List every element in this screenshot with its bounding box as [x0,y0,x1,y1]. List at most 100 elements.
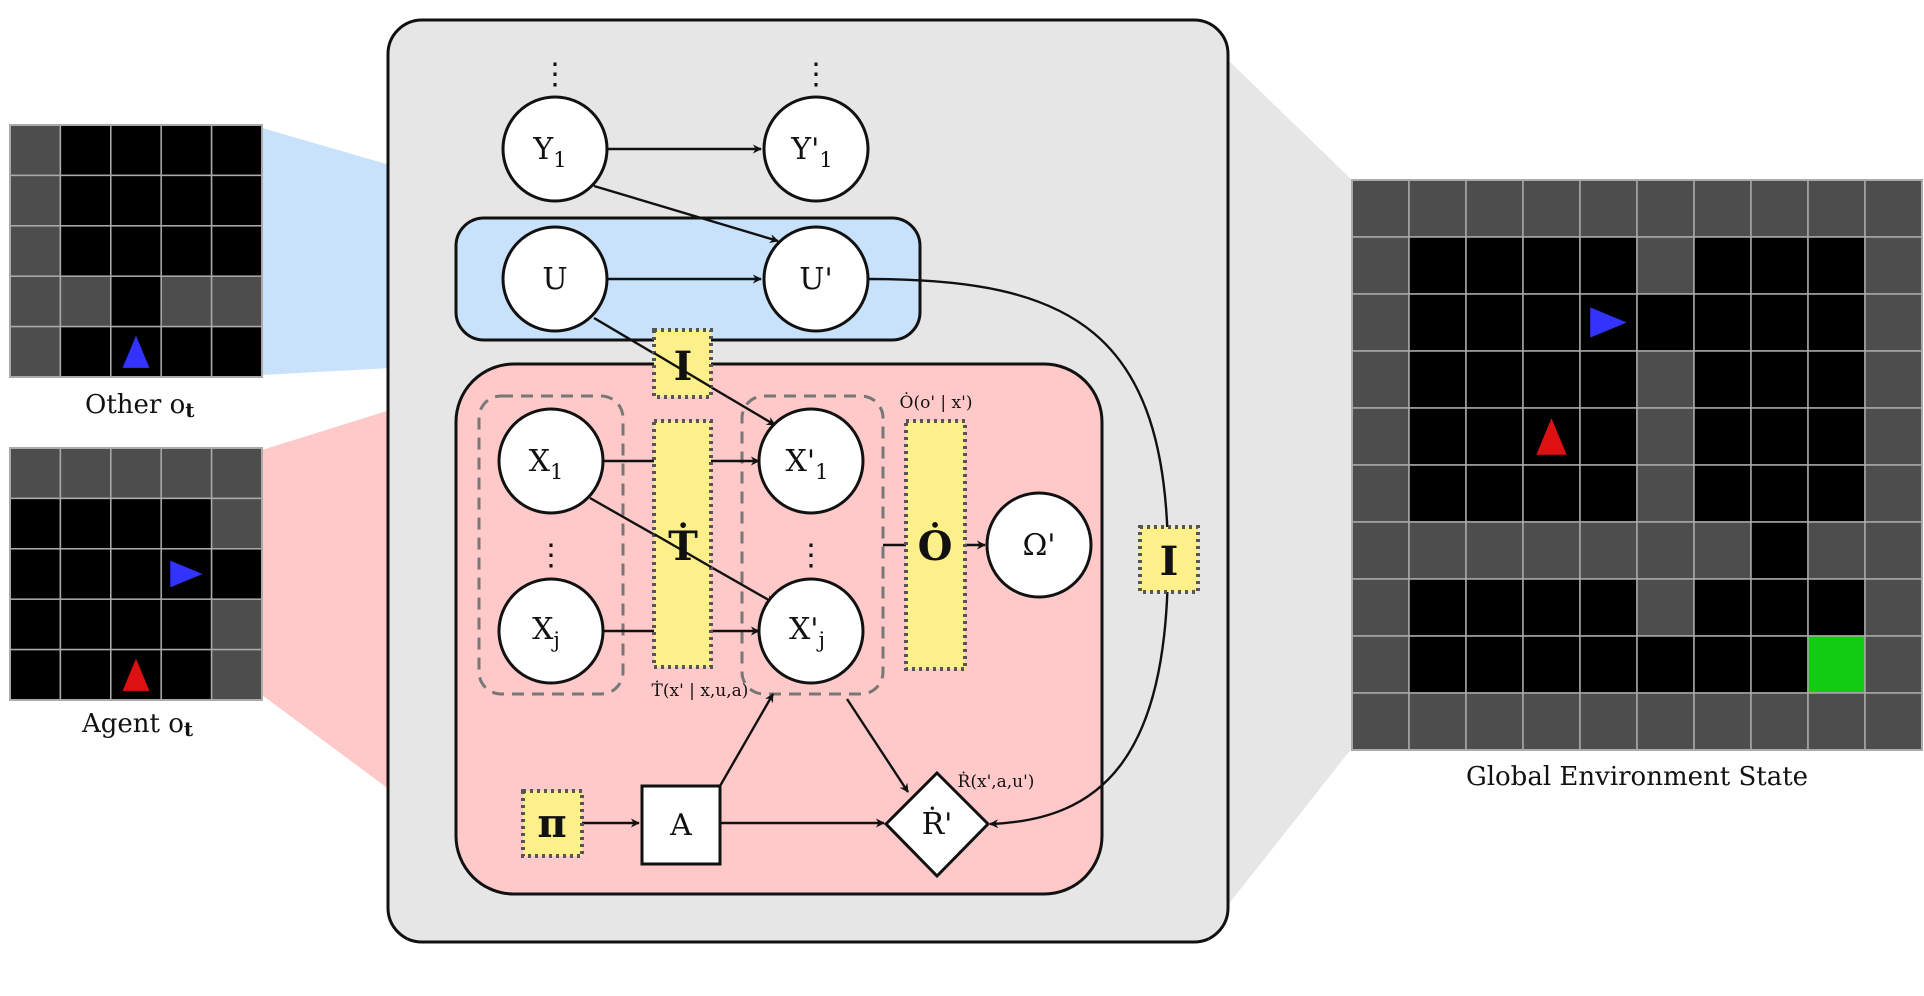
wall-cell [1351,407,1410,466]
floor-cell [1522,350,1581,409]
floor-cell [1636,635,1695,694]
wall-cell [1807,692,1866,751]
floor-cell [160,124,213,177]
agent-triangle-icon [122,658,150,691]
node-x1-prime: X'1 [757,407,865,515]
floor-cell [1636,293,1695,352]
global-state-caption: Global Environment State [1466,762,1808,792]
svg-text:Ṙ': Ṙ' [922,806,953,842]
floor-cell [1807,293,1866,352]
floor-cell [59,225,112,277]
wall-cell [210,275,263,328]
node-x1: X1 [497,407,605,515]
wall-cell [1465,521,1524,580]
floor-cell [1579,350,1638,409]
floor-cell [1465,350,1524,409]
x-group-dashed [477,394,625,696]
wall-cell [9,325,62,378]
floor-cell [59,174,112,227]
floor-cell [59,325,112,378]
wall-cell [1864,635,1923,694]
svg-text:U: U [542,262,567,297]
wall-cell [1579,179,1638,238]
wall-cell [1522,521,1581,580]
floor-cell [1579,635,1638,694]
wall-cell [1351,635,1410,694]
floor-cell [9,497,62,550]
wall-cell [1636,692,1695,751]
observation-function-label: Ȯ(o' | x') [900,392,973,413]
node-xj: Xj [497,577,605,685]
wall-cell [1807,179,1866,238]
edge-xp-r [845,698,910,793]
floor-cell [1807,578,1866,637]
wall-cell [9,275,62,328]
wall-cell [210,497,263,550]
wall-cell [1408,521,1467,580]
floor-cell [1522,464,1581,523]
wall-cell [9,447,62,500]
floor-cell [1465,464,1524,523]
node-xj-prime: X'j [757,577,865,685]
agent-obs-projection [262,410,390,790]
wall-cell [1864,407,1923,466]
observation-factor: Ȯ [904,419,967,671]
floor-cell [110,275,162,328]
wall-cell [1351,464,1410,523]
wall-cell [1636,350,1695,409]
floor-cell [110,225,162,277]
floor-cell [1408,350,1467,409]
wall-cell [1864,179,1923,238]
other-obs-caption: Other ot [85,390,195,422]
floor-cell [1750,350,1809,409]
grid-outline [9,447,263,701]
floor-cell [9,548,62,600]
floor-cell [1693,350,1752,409]
floor-cell [160,598,213,651]
wall-cell [1636,407,1695,466]
node-y1-prime: Y'1 [762,95,870,203]
edge-u-x1p-over [653,351,712,389]
transition-function-label: Ṫ(x' | x,u,a) [652,680,749,701]
floor-cell [1750,635,1809,694]
floor-cell [1408,407,1467,466]
svg-text:A: A [669,808,692,843]
floor-cell [1807,464,1866,523]
agent-triangle-icon [122,335,150,368]
node-reward-prime: Ṙ' [883,770,991,879]
floor-cell [210,548,263,600]
wall-cell [1636,521,1695,580]
wall-cell [160,447,213,500]
node-u: U [501,225,609,333]
wall-cell [210,598,263,651]
floor-cell [210,124,263,177]
floor-cell [1408,578,1467,637]
wall-cell [1864,293,1923,352]
wall-cell [1465,179,1524,238]
wall-cell [1465,692,1524,751]
floor-cell [1522,236,1581,295]
wall-cell [1750,179,1809,238]
wall-cell [1351,521,1410,580]
floor-cell [59,124,112,177]
goal-cell [1807,635,1866,694]
floor-cell [1807,407,1866,466]
interaction-factor-top: I [652,328,713,399]
wall-cell [1351,236,1410,295]
floor-cell [110,124,162,177]
svg-text:X'j: X'j [789,612,825,652]
wall-cell [1579,521,1638,580]
floor-cell [1408,635,1467,694]
floor-cell [1693,635,1752,694]
svg-text:Y'1: Y'1 [790,132,832,172]
wall-cell [1351,293,1410,352]
svg-text:U': U' [799,262,833,297]
floor-cell [1693,407,1752,466]
svg-text:π: π [537,800,566,847]
wall-cell [1522,179,1581,238]
floor-cell [210,174,263,227]
floor-cell [1693,293,1752,352]
other-obs-projection [262,128,390,375]
floor-cell [1522,293,1581,352]
